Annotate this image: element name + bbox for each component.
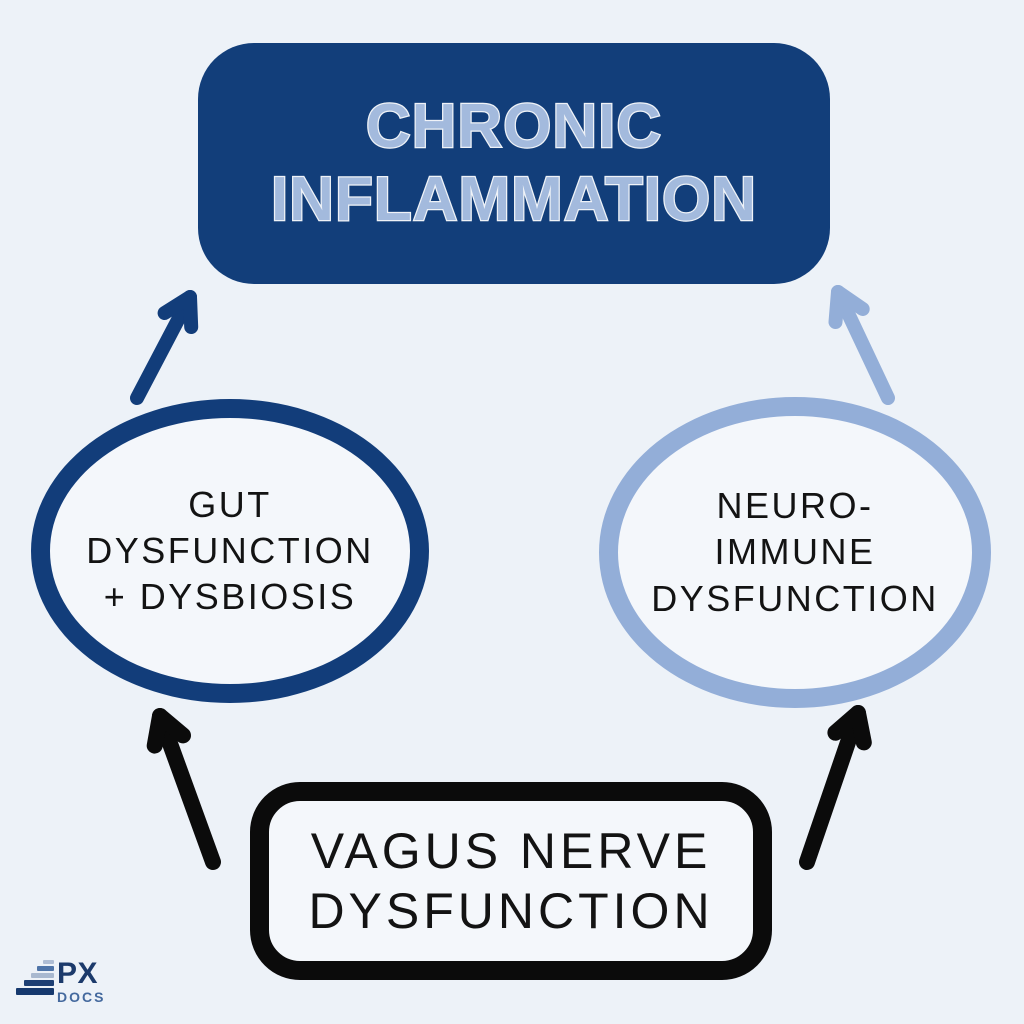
neuro-line-1: NEURO-	[716, 485, 874, 527]
heading-line-2: INFLAMMATION	[270, 163, 758, 234]
neuro-line-3: DYSFUNCTION	[651, 577, 939, 619]
vagus-nerve-dysfunction-box: VAGUS NERVE DYSFUNCTION	[250, 782, 772, 980]
neuroimmune-dysfunction-ellipse: NEURO- IMMUNE DYSFUNCTION	[599, 397, 991, 708]
logo-primary-text: PX	[57, 957, 99, 990]
arrow-gut-to-inflammation-icon	[130, 290, 199, 405]
vagus-line-2: DYSFUNCTION	[308, 883, 714, 939]
arrow-vagus-to-neuroimmune-icon	[799, 705, 872, 870]
gut-line-3: + DYSBIOSIS	[103, 576, 357, 618]
logo-bar	[37, 966, 54, 971]
logo-bar	[43, 960, 54, 964]
neuro-line-2: IMMUNE	[714, 531, 876, 573]
gut-dysfunction-ellipse: GUT DYSFUNCTION + DYSBIOSIS	[31, 399, 429, 703]
pxdocs-logo: PX DOCS	[16, 958, 105, 1004]
logo-bar	[31, 973, 54, 978]
gut-line-2: DYSFUNCTION	[86, 529, 374, 571]
vagus-line-1: VAGUS NERVE	[310, 823, 712, 879]
arrow-vagus-to-gut-icon	[146, 708, 221, 870]
logo-bar	[24, 980, 54, 986]
pxdocs-logo-text: PX DOCS	[57, 957, 106, 1005]
heading-line-1: CHRONIC	[365, 91, 663, 162]
chronic-inflammation-box: CHRONIC INFLAMMATION	[198, 43, 830, 284]
arrow-neuroimmune-to-inflammation-icon	[828, 285, 895, 405]
logo-secondary-text: DOCS	[57, 989, 106, 1005]
logo-bar	[16, 988, 54, 995]
gut-line-1: GUT	[188, 483, 272, 525]
pxdocs-logo-bars-icon	[16, 958, 54, 995]
